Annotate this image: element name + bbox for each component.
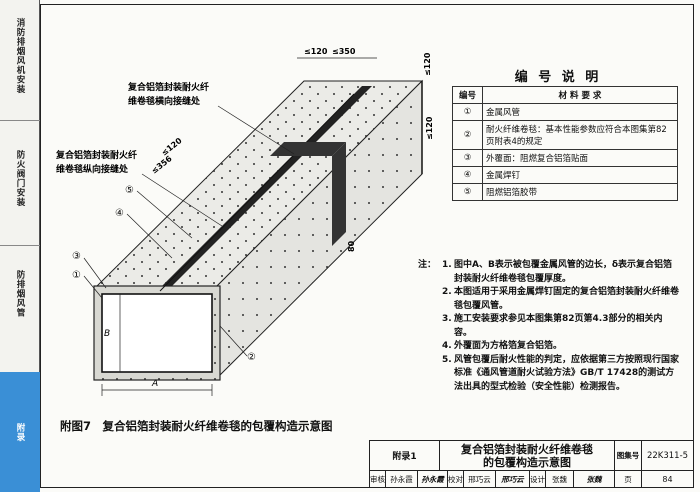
title-block: 附录1 复合铝箔封装耐火纤维卷毯 的包覆构造示意图 图集号 22K311-5 审… (369, 440, 694, 488)
list-item: 2.本图适用于采用金属焊钉固定的复合铝箔封装耐火纤维卷毯包覆风管。 (442, 286, 680, 313)
legend-no: ② (452, 120, 483, 150)
legend-no: ③ (452, 149, 483, 167)
dim-B: B (104, 329, 110, 339)
notes-list: 1.图中A、B表示被包覆金属风管的边长，δ表示复合铝箔封装耐火纤维卷毯包覆厚度。… (442, 259, 680, 394)
dim-350-top: ≤350 (332, 47, 356, 56)
sidebar-section-smoke-fan[interactable]: 消防排烟风机安装 (0, 18, 40, 108)
note-text: 外覆面为方格箔复合铝箔。 (454, 341, 563, 351)
legend-col-req: 材 料 要 求 (482, 86, 678, 104)
tb-atlas-no: 22K311-5 (646, 450, 689, 461)
legend-no: ④ (452, 166, 483, 184)
dim-120-mid: ≤120 (160, 136, 184, 158)
tb-review-label: 审核 (370, 471, 386, 487)
tb-atlas-label: 图集号 (615, 441, 642, 470)
list-item: 4.外覆面为方格箔复合铝箔。 (442, 340, 680, 354)
legend-no: ⑤ (452, 183, 483, 201)
tb-check-label: 校对 (448, 471, 464, 487)
note-text: 风管包覆后耐火性能的判定，应依据第三方按照现行国家标准《通风管道耐火试验方法》G… (454, 354, 680, 392)
note-number: 3. (442, 314, 452, 324)
legend-text: 外覆面：阻燃复合铝箔贴面 (482, 149, 678, 167)
legend-title: 编 号 说 明 (514, 70, 602, 85)
sidebar-label: 附录 (15, 422, 25, 442)
tb-design-label: 设计 (530, 471, 546, 487)
legend-text: 金属风管 (482, 103, 678, 121)
dim-120-right-mid: ≤120 (425, 116, 434, 140)
sidebar-section-appendix[interactable]: 附录 (0, 372, 40, 492)
note-number: 4. (442, 341, 452, 351)
tb-checker: 邢巧云 (464, 471, 496, 487)
label-lateral-seam-1: 复合铝箔封装耐火纤 (127, 81, 209, 93)
category-sidebar: 消防排烟风机安装 防火阀门安装 防排烟风管 附录 (0, 0, 40, 492)
legend-text: 阻燃铝箔胶带 (482, 183, 678, 201)
list-item: 5.风管包覆后耐火性能的判定，应依据第三方按照现行国家标准《通风管道耐火试验方法… (442, 354, 680, 395)
label-lateral-seam-2: 维卷毯横向接缝处 (128, 95, 201, 107)
callout-3: ③ (72, 251, 81, 262)
sidebar-label: 防火阀门安装 (15, 150, 25, 207)
note-text: 图中A、B表示被包覆金属风管的边长，δ表示复合铝箔封装耐火纤维卷毯包覆厚度。 (454, 260, 673, 284)
label-longitudinal-seam-2: 维卷毯纵向接缝处 (56, 163, 129, 175)
sidebar-label: 消防排烟风机安装 (15, 18, 25, 94)
callout-4: ④ (115, 208, 124, 219)
tb-designer: 张魏 (546, 471, 574, 487)
tb-page-no: 84 (662, 474, 673, 484)
tb-reviewer: 孙永霞 (386, 471, 418, 487)
callout-1: ① (72, 270, 81, 281)
tb-title-line1: 复合铝箔封装耐火纤维卷毯 (461, 442, 593, 456)
dim-120-right-top: ≤120 (423, 52, 432, 76)
note-number: 2. (442, 287, 452, 297)
sidebar-section-fire-valve[interactable]: 防火阀门安装 (0, 150, 40, 230)
legend-header-row: 编号 材 料 要 求 (452, 86, 678, 104)
sidebar-label: 防排烟风管 (15, 270, 25, 318)
legend-col-no: 编号 (452, 86, 483, 104)
note-text: 本图适用于采用金属焊钉固定的复合铝箔封装耐火纤维卷毯包覆风管。 (454, 287, 680, 311)
duct-wrap-drawing: A B ≤120 ≤350 ≤120 ≤120 ≤356 ≤120 80 复合铝… (55, 47, 434, 396)
sidebar-divider (0, 245, 40, 246)
tb-page-label: 页 (615, 471, 642, 487)
list-item: 1.图中A、B表示被包覆金属风管的边长，δ表示复合铝箔封装耐火纤维卷毯包覆厚度。 (442, 259, 680, 286)
note-number: 1. (442, 260, 452, 270)
notes-label: 注： (418, 260, 437, 270)
legend-text: 金属焊钉 (482, 166, 678, 184)
callout-2-lower: ② (247, 352, 256, 363)
dim-80: 80 (347, 240, 356, 252)
tb-designer-signature: 张魏 (574, 471, 615, 487)
dim-A: A (151, 379, 158, 389)
legend-no: ① (452, 103, 483, 121)
dim-356: ≤356 (150, 154, 174, 176)
figure-caption: 附图7 复合铝箔封装耐火纤维卷毯的包覆构造示意图 (60, 419, 333, 433)
note-number: 5. (442, 354, 452, 365)
metal-duct (101, 293, 213, 373)
sidebar-divider (0, 120, 40, 121)
dim-120-top: ≤120 (304, 47, 328, 56)
callout-5: ⑤ (125, 185, 134, 196)
sidebar-section-smoke-duct[interactable]: 防排烟风管 (0, 270, 40, 340)
drawing-frame (40, 4, 694, 488)
tb-reviewer-signature: 孙永霞 (418, 471, 448, 487)
lateral-seam-tape-top (270, 142, 346, 156)
tb-title: 复合铝箔封装耐火纤维卷毯 的包覆构造示意图 (440, 441, 615, 470)
tb-appendix: 附录1 (370, 441, 440, 470)
list-item: 3.施工安装要求参见本图集第82页第4.3部分的相关内容。 (442, 313, 680, 340)
tb-title-line2: 的包覆构造示意图 (483, 455, 571, 469)
legend-text: 耐火纤维卷毯：基本性能参数应符合本图集第82页附表4的规定 (482, 120, 678, 150)
tb-checker-signature: 邢巧云 (496, 471, 530, 487)
label-longitudinal-seam-1: 复合铝箔封装耐火纤 (55, 149, 137, 161)
note-text: 施工安装要求参见本图集第82页第4.3部分的相关内容。 (454, 314, 663, 338)
